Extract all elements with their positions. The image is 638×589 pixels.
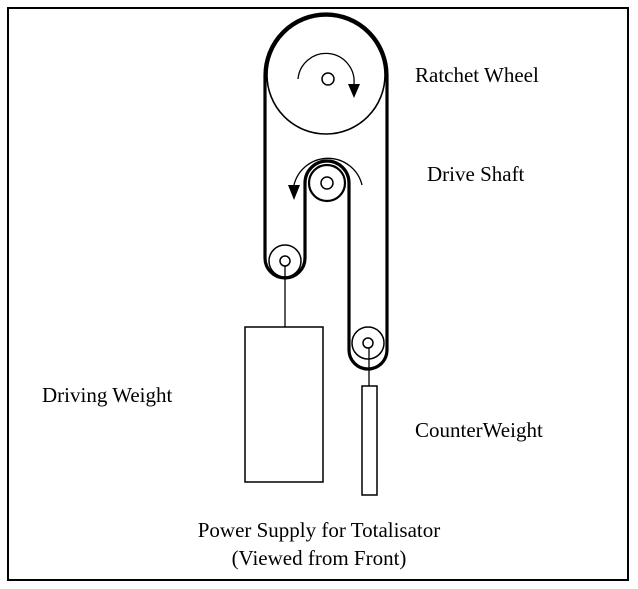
left-pulley bbox=[263, 244, 307, 327]
counterweight-label: CounterWeight bbox=[415, 418, 543, 442]
drive-shaft bbox=[307, 163, 347, 203]
ratchet-arrow-head bbox=[348, 84, 360, 98]
right-pulley bbox=[347, 326, 389, 386]
drive-shaft-cord bbox=[303, 159, 351, 350]
ratchet-cord bbox=[263, 12, 389, 350]
caption-line-1: Power Supply for Totalisator bbox=[197, 518, 441, 542]
drive-shaft-rotation-arrow bbox=[293, 157, 363, 190]
diagram-frame bbox=[7, 7, 629, 581]
driving-weight-label: Driving Weight bbox=[42, 383, 173, 407]
ratchet-rotation-arrow bbox=[297, 52, 355, 88]
driving-weight bbox=[244, 326, 324, 483]
caption-line-2: (Viewed from Front) bbox=[231, 546, 407, 570]
counterweight-block bbox=[361, 385, 378, 496]
drive-shaft-label: Drive Shaft bbox=[427, 162, 525, 186]
drive-shaft-arrow-head bbox=[288, 185, 300, 200]
ratchet-wheel-label: Ratchet Wheel bbox=[415, 63, 539, 87]
caption: Power Supply for Totalisator (Viewed fro… bbox=[0, 516, 638, 572]
ratchet-wheel bbox=[266, 15, 386, 135]
